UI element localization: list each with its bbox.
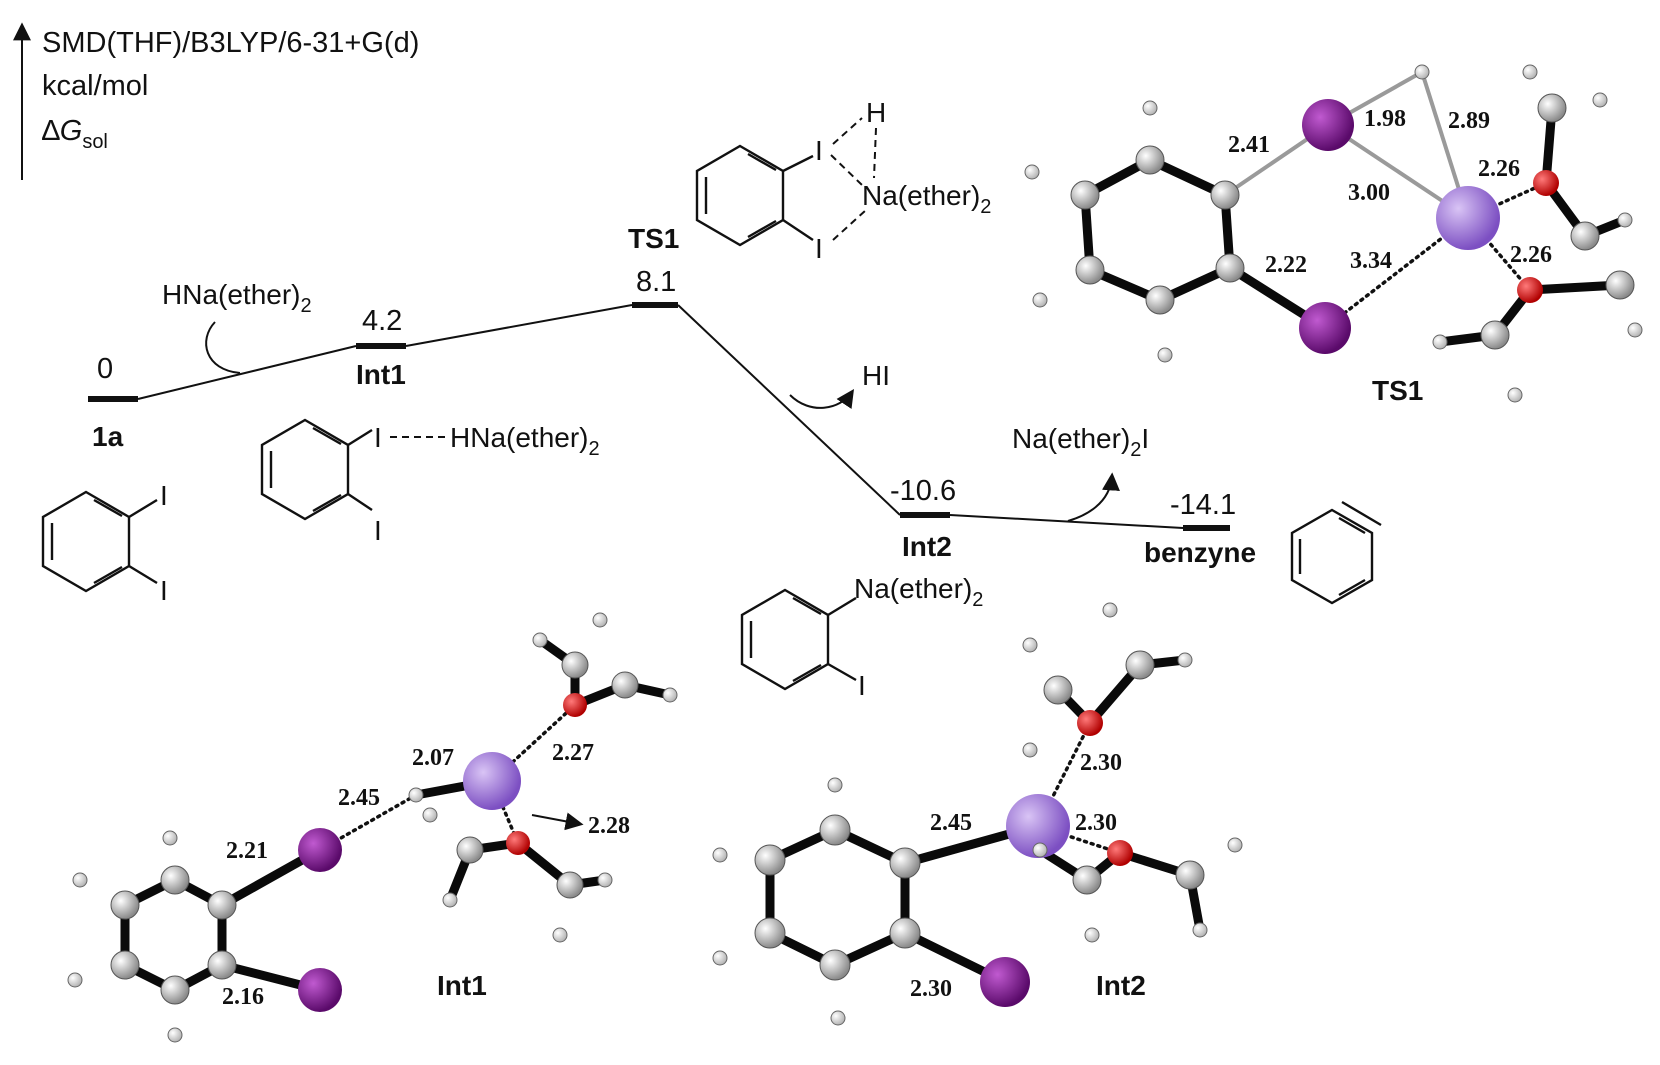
int2-dist-1: 2.30 — [1080, 750, 1122, 776]
int1-dist-3: 2.45 — [338, 785, 380, 811]
level-name-ts1: TS1 — [628, 223, 679, 254]
int1-dist-1: 2.07 — [412, 745, 454, 771]
struct-int2-na: Na(ether)2 — [854, 573, 983, 611]
structure-int2: Na(ether)2 I — [740, 573, 983, 701]
ts1-dist-8: 2.26 — [1510, 242, 1552, 268]
structure-1a: I I — [41, 480, 168, 606]
level-value-1a: 0 — [97, 353, 113, 385]
model-int2: 2.30 2.45 2.30 2.30 Int2 — [712, 602, 1243, 1026]
reagent-added: HNa(ether)2 — [162, 279, 312, 317]
level-value-int1: 4.2 — [362, 305, 402, 337]
struct-int2-i-bottom: I — [858, 670, 866, 701]
naI-out-arrow — [1067, 472, 1120, 522]
int2-dist-4: 2.30 — [910, 976, 952, 1002]
level-value-ts1: 8.1 — [636, 266, 676, 298]
energy-levels — [88, 302, 1230, 531]
int1-dist-arrow — [531, 812, 584, 831]
struct-1a-i-bottom: I — [160, 575, 168, 606]
int2-dist-2: 2.45 — [930, 810, 972, 836]
ts1-dist-2: 1.98 — [1364, 106, 1406, 132]
method-label: SMD(THF)/B3LYP/6-31+G(d) — [42, 27, 419, 59]
structure-ts1: I H Na(ether)2 I — [695, 97, 991, 264]
model-ts1: 2.41 1.98 2.89 3.00 2.26 2.22 3.34 2.26 … — [1024, 64, 1643, 406]
int1-dist-2: 2.27 — [552, 740, 594, 766]
ts1-model-label: TS1 — [1372, 375, 1423, 406]
unit-label: kcal/mol — [42, 70, 148, 102]
int1-dist-5: 2.21 — [226, 838, 268, 864]
reagent-in-arrow — [205, 321, 241, 374]
ts1-dist-4: 3.00 — [1348, 180, 1390, 206]
energy-connectors — [137, 304, 1184, 529]
level-name-1a: 1a — [92, 421, 124, 452]
struct-1a-i-top: I — [160, 480, 168, 511]
int2-dist-3: 2.30 — [1075, 810, 1117, 836]
struct-ts1-i-bottom: I — [815, 233, 823, 264]
ts1-dist-1: 2.41 — [1228, 132, 1270, 158]
level-name-int2: Int2 — [902, 531, 952, 562]
level-value-int2: -10.6 — [890, 475, 956, 507]
model-int1-atoms — [67, 612, 678, 1043]
model-int1: 2.07 2.27 2.45 2.28 2.21 2.16 Int1 — [67, 612, 678, 1043]
struct-ts1-i-top: I — [815, 135, 823, 166]
struct-int1-i-top: I — [374, 422, 382, 453]
byproduct-hi: HI — [862, 360, 890, 391]
byproduct-naI: Na(ether)2I — [1012, 423, 1149, 461]
structure-int1: I HNa(ether)2 I — [260, 418, 600, 546]
int1-model-label: Int1 — [437, 970, 487, 1001]
int1-dist-4: 2.28 — [588, 813, 630, 839]
struct-int1-i-bottom: I — [374, 515, 382, 546]
struct-int1-hna: HNa(ether)2 — [450, 422, 600, 460]
level-value-benzyne: -14.1 — [1170, 489, 1236, 521]
int1-dist-6: 2.16 — [222, 984, 264, 1010]
ts1-dist-3: 2.89 — [1448, 108, 1490, 134]
energy-axis: SMD(THF)/B3LYP/6-31+G(d) kcal/mol ∆Gsol — [13, 22, 419, 180]
model-ts1-atoms — [1024, 64, 1643, 403]
ts1-dist-6: 2.22 — [1265, 252, 1307, 278]
int2-model-label: Int2 — [1096, 970, 1146, 1001]
level-name-int1: Int1 — [356, 359, 406, 390]
model-int2-atoms — [712, 602, 1243, 1026]
ts1-dist-5: 2.26 — [1478, 156, 1520, 182]
struct-ts1-h: H — [866, 97, 886, 128]
structure-benzyne — [1290, 500, 1382, 605]
struct-ts1-na: Na(ether)2 — [862, 180, 991, 218]
quantity-label: ∆Gsol — [42, 115, 108, 153]
hi-out-arrow — [789, 389, 854, 409]
level-name-benzyne: benzyne — [1144, 537, 1256, 568]
ts1-dist-7: 3.34 — [1350, 248, 1392, 274]
